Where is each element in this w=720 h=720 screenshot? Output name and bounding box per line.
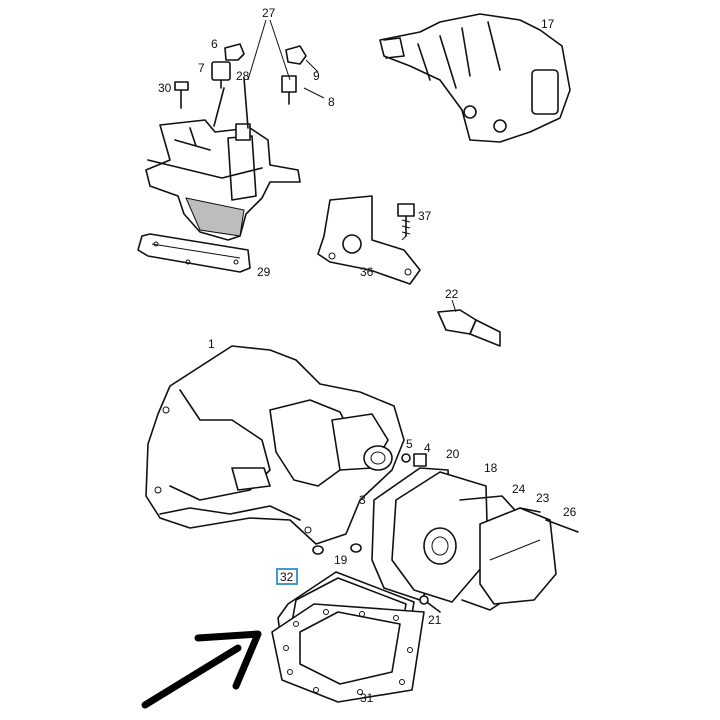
- label-27: 27: [262, 6, 276, 20]
- bolts-19-21: [312, 543, 441, 613]
- label-19: 19: [334, 553, 348, 567]
- label-6: 6: [211, 37, 218, 51]
- end-cover-assembly: [371, 467, 579, 611]
- oil-pan-assembly: [271, 571, 425, 703]
- label-7: 7: [198, 61, 205, 75]
- label-29: 29: [257, 265, 271, 279]
- label-23: 23: [536, 491, 550, 505]
- label-31: 31: [360, 691, 374, 705]
- label-1: 1: [208, 337, 215, 351]
- part-labels: 27 6 7 28 30 9 8 17 37 29 36 22 1 5 4 20…: [158, 6, 577, 705]
- sensor-22: [437, 309, 501, 347]
- bolt-37: [397, 203, 415, 237]
- label-26: 26: [563, 505, 577, 519]
- mounting-bracket: [317, 195, 421, 285]
- label-36: 36: [360, 265, 374, 279]
- label-20: 20: [446, 447, 460, 461]
- bolts-4-5: [401, 453, 427, 467]
- label-8: 8: [328, 95, 335, 109]
- label-18: 18: [484, 461, 498, 475]
- small-parts-top-left: [174, 43, 307, 127]
- label-5: 5: [406, 437, 413, 451]
- part-32-highlight[interactable]: [276, 568, 298, 585]
- label-21: 21: [428, 613, 442, 627]
- label-32[interactable]: 32: [280, 570, 294, 584]
- label-28: 28: [236, 69, 250, 83]
- transmission-housing: [145, 345, 405, 545]
- label-9: 9: [313, 69, 320, 83]
- gear-assembly: [379, 13, 571, 143]
- label-3: 3: [359, 493, 366, 507]
- label-4: 4: [424, 441, 431, 455]
- label-22: 22: [445, 287, 459, 301]
- shift-mechanism: [137, 77, 301, 273]
- label-37: 37: [418, 209, 432, 223]
- label-30: 30: [158, 81, 172, 95]
- label-17: 17: [541, 17, 555, 31]
- arrow-icon: [141, 630, 262, 709]
- leader-lines: [247, 19, 457, 313]
- label-24: 24: [512, 482, 526, 496]
